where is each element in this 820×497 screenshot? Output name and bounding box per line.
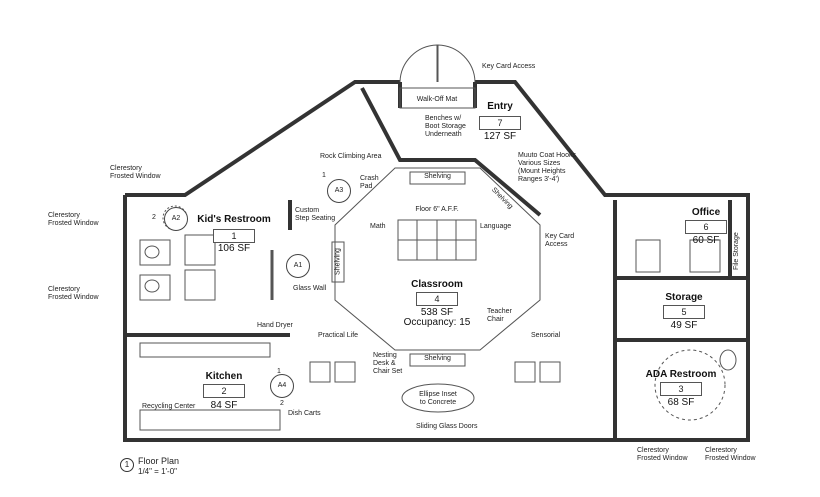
label-rock-climbing: Rock Climbing Area xyxy=(320,153,382,160)
label-math: Math xyxy=(370,223,386,230)
elevation-tag-a3: A3 xyxy=(327,179,351,203)
label-muuto-hooks: Muuto Coat Hooks Various Sizes (Mount He… xyxy=(518,152,576,183)
elevation-tag-a1: A1 xyxy=(286,254,310,278)
room-occupancy-classroom: Occupancy: 15 xyxy=(403,317,471,328)
label-hand-dryer: Hand Dryer xyxy=(257,322,293,329)
room-number-kids-restroom: 1 xyxy=(213,229,255,243)
room-area-kitchen: 84 SF xyxy=(210,400,238,411)
room-name-classroom: Classroom xyxy=(411,279,463,290)
label-clerestory-4: Clerestory Frosted Window xyxy=(637,447,688,462)
room-area-ada-restroom: 68 SF xyxy=(667,397,695,408)
classroom-octagon xyxy=(334,167,541,351)
title-scale: 1/4" = 1'-0" xyxy=(138,467,178,476)
elevation-tag-a4: A4 xyxy=(270,374,294,398)
label-dish-carts: Dish Carts xyxy=(288,410,321,417)
label-clerestory-2: Clerestory Frosted Window xyxy=(48,212,99,227)
exterior-wall-top-left xyxy=(125,80,400,197)
tag-number-1: 1 xyxy=(322,172,326,179)
room-area-kids-restroom: 106 SF xyxy=(217,243,251,254)
label-custom-step: Custom Step Seating xyxy=(295,207,336,222)
tag-number-2b: 2 xyxy=(280,400,284,407)
room-number-ada-restroom: 3 xyxy=(660,382,702,396)
room-name-office: Office xyxy=(691,207,721,218)
room-name-storage: Storage xyxy=(665,292,703,303)
room-area-entry: 127 SF xyxy=(483,131,517,142)
room-name-entry: Entry xyxy=(487,101,513,112)
room-name-kids-restroom: Kid's Restroom xyxy=(197,214,271,225)
room-number-classroom: 4 xyxy=(416,292,458,306)
tag-number-2: 2 xyxy=(152,214,156,221)
label-crash-pad: Crash Pad xyxy=(360,175,379,190)
label-sliding-glass-doors: Sliding Glass Doors xyxy=(416,423,478,430)
room-name-ada-restroom: ADA Restroom xyxy=(645,369,717,380)
label-walk-off-mat: Walk-Off Mat xyxy=(416,96,458,103)
room-area-office: 60 SF xyxy=(692,235,720,246)
label-ellipse-inset: Ellipse Inset to Concrete xyxy=(419,391,457,406)
shelving-top: Shelving xyxy=(424,173,451,180)
tag-number-1b: 1 xyxy=(277,368,281,375)
room-area-storage: 49 SF xyxy=(670,320,698,331)
label-language: Language xyxy=(480,223,512,230)
label-recycling-center: Recycling Center xyxy=(142,403,196,410)
entry-inner-wall xyxy=(360,87,542,217)
label-file-storage: File Storage xyxy=(733,232,740,270)
room-number-kitchen: 2 xyxy=(203,384,245,398)
title-name: Floor Plan xyxy=(138,456,180,466)
label-nesting-desk: Nesting Desk & Chair Set xyxy=(373,352,403,375)
label-floor-aff: Floor 6" A.F.F. xyxy=(415,206,459,213)
room-area-classroom: 538 SF xyxy=(420,307,454,318)
exterior-wall-left xyxy=(123,195,610,442)
label-sensorial: Sensorial xyxy=(531,332,561,339)
shelving-left: Shelving xyxy=(334,248,342,275)
label-key-card-access-top: Key Card Access xyxy=(482,63,536,70)
room-number-storage: 5 xyxy=(663,305,705,319)
label-practical-life: Practical Life xyxy=(318,332,359,339)
room-number-entry: 7 xyxy=(479,116,521,130)
label-clerestory-3: Clerestory Frosted Window xyxy=(48,286,99,301)
label-clerestory-1: Clerestory Frosted Window xyxy=(110,165,161,180)
exterior-wall-top-right xyxy=(475,80,750,442)
room-name-kitchen: Kitchen xyxy=(205,371,243,382)
title-number: 1 xyxy=(120,458,134,472)
elevation-tag-a2: A2 xyxy=(164,207,188,231)
label-glass-wall: Glass Wall xyxy=(293,285,327,292)
label-clerestory-5: Clerestory Frosted Window xyxy=(705,447,756,462)
label-teacher-chair: Teacher Chair xyxy=(487,308,512,323)
label-key-card-access-side: Key Card Access xyxy=(545,233,575,248)
room-number-office: 6 xyxy=(685,220,727,234)
label-benches: Benches w/ Boot Storage Underneath xyxy=(425,115,466,138)
shelving-bottom: Shelving xyxy=(424,355,451,362)
